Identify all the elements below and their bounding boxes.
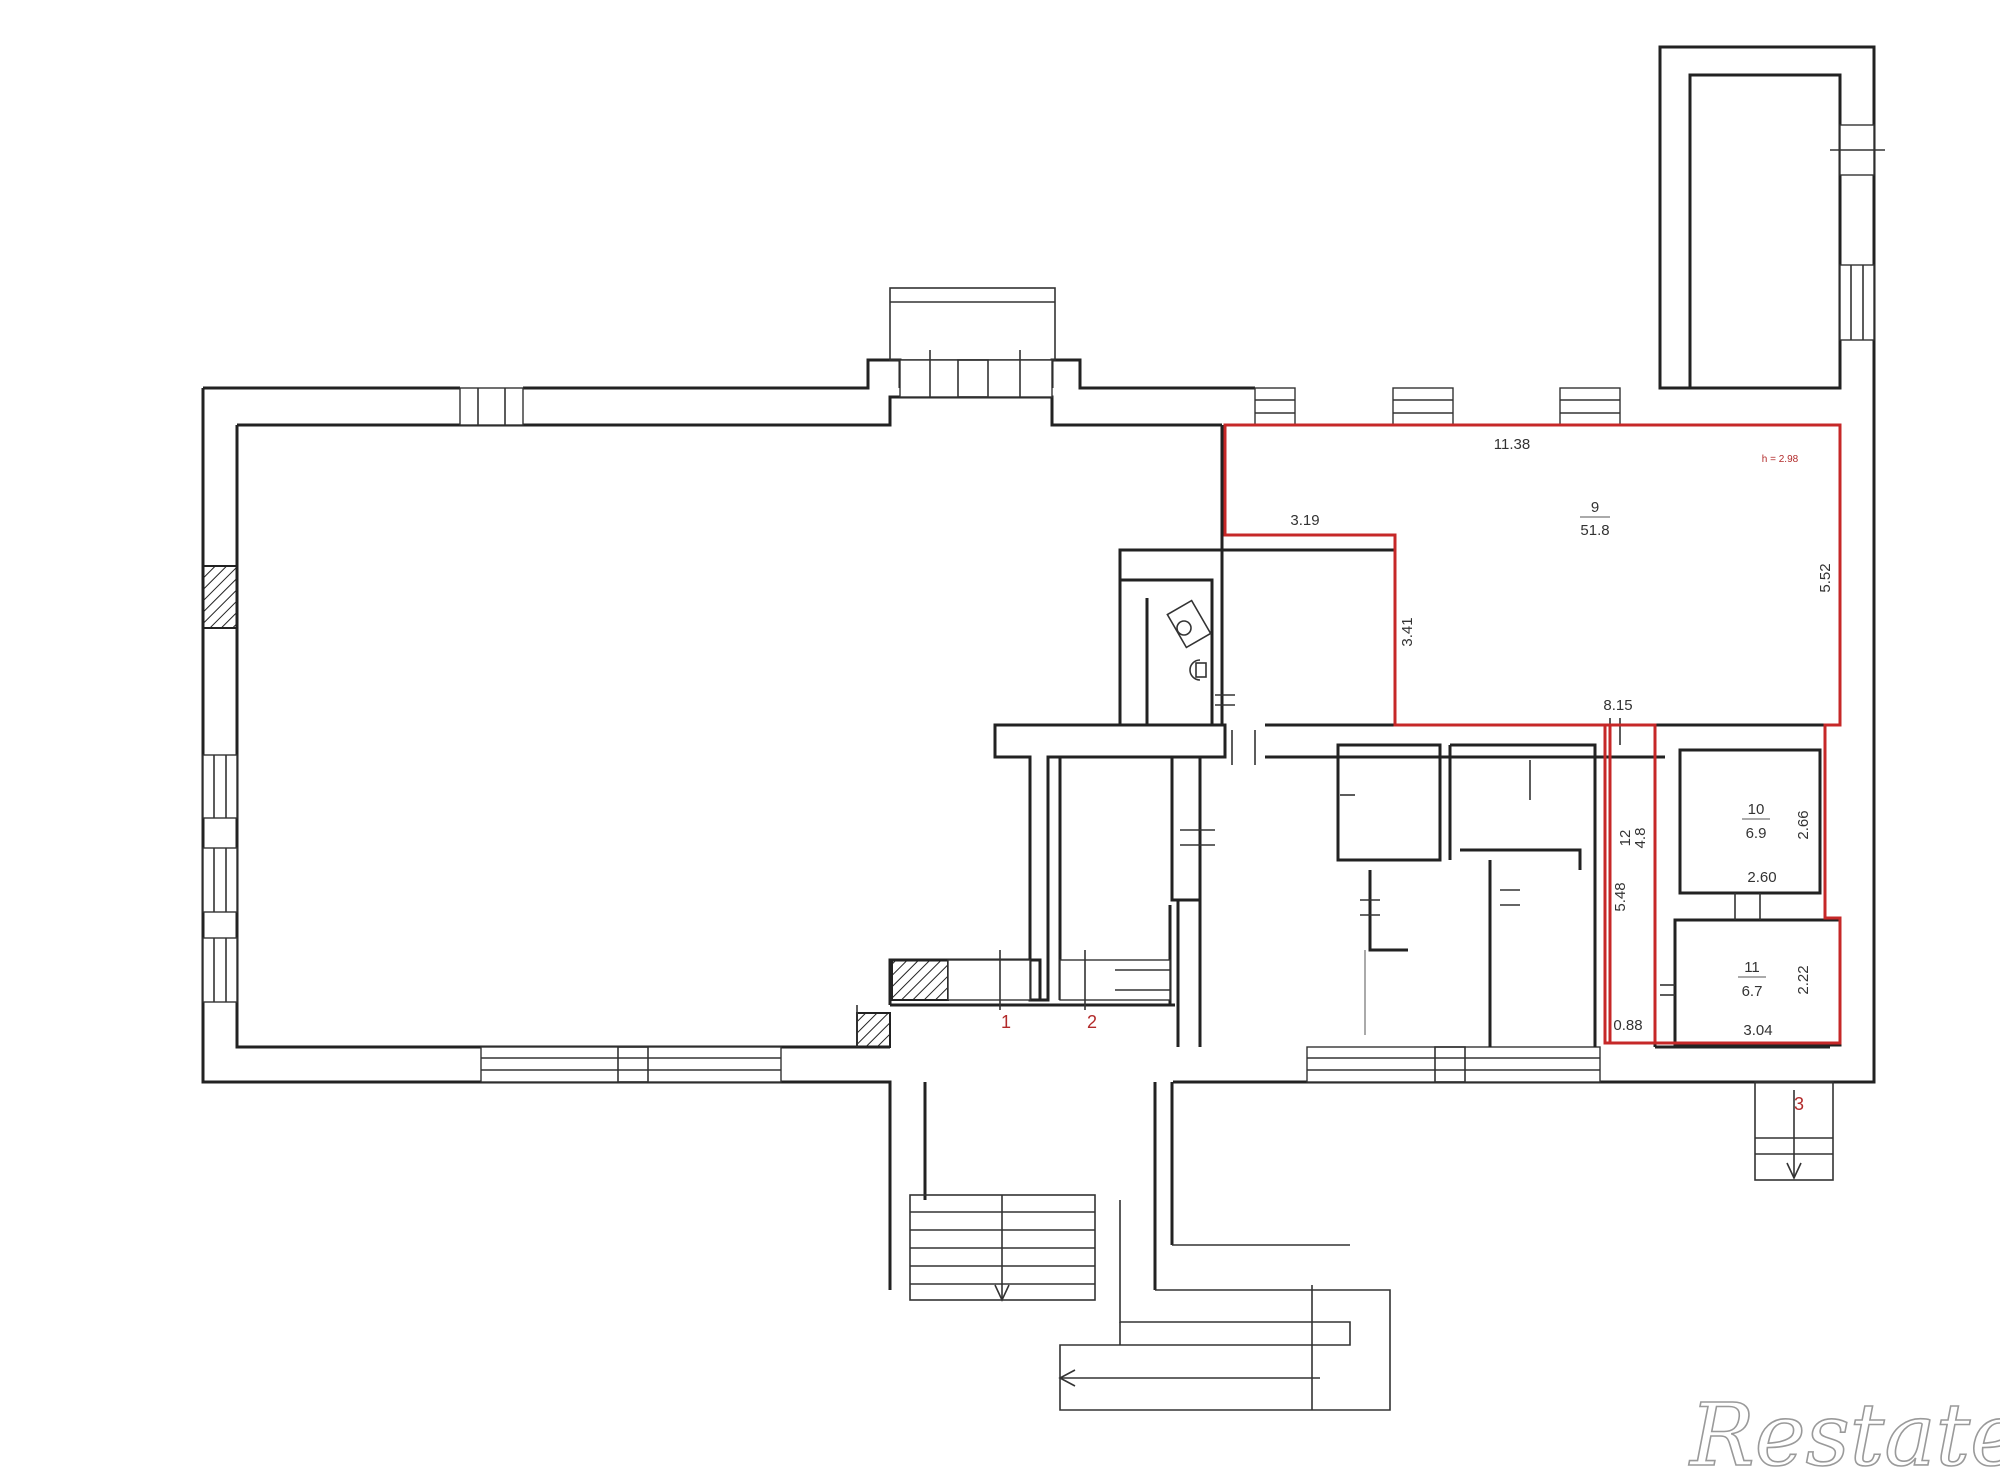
- window: [1254, 387, 1296, 426]
- chimney-block: [202, 565, 238, 629]
- dimension-label: 2.60: [1747, 869, 1776, 886]
- dimension-label: 3.04: [1743, 1022, 1772, 1039]
- dimension-label: 0.88: [1613, 1017, 1642, 1034]
- labels: 11.38 h = 2.98 3.19 9 51.8 5.52 3.41 8.1…: [1001, 436, 1834, 1114]
- dimension-label: 8.15: [1603, 697, 1632, 714]
- room-number: 10: [1748, 801, 1765, 818]
- room-area: 51.8: [1580, 522, 1609, 539]
- dimension-label: 2.22: [1795, 965, 1812, 994]
- window: [202, 754, 238, 819]
- dimension-label: 2.66: [1795, 810, 1812, 839]
- window: [899, 359, 1053, 398]
- window: [1306, 1046, 1601, 1083]
- stairs: [888, 1081, 1834, 1411]
- entrance-number: 2: [1087, 1012, 1097, 1032]
- outer-walls: [201, 45, 1885, 1247]
- hatched-block: [891, 959, 949, 1001]
- room-area: 4.8: [1632, 828, 1649, 849]
- window: [459, 387, 524, 426]
- window: [1392, 387, 1454, 426]
- highlighted-corridor-outline: [1603, 723, 1657, 1045]
- toilet-icon: [1166, 599, 1212, 649]
- room-area: 6.9: [1746, 825, 1767, 842]
- entrance-number: 3: [1794, 1094, 1804, 1114]
- room-number: 12: [1617, 830, 1634, 847]
- dimension-label: 11.38: [1494, 436, 1530, 453]
- highlighted-area-outline: [1223, 423, 1842, 1045]
- hatched-block: [856, 1012, 891, 1048]
- window: [1839, 264, 1875, 341]
- window: [202, 937, 238, 1003]
- dimension-label: 5.52: [1817, 563, 1834, 592]
- room-area: 6.7: [1742, 983, 1763, 1000]
- dimension-label: 3.19: [1290, 512, 1319, 529]
- sink-icon: [1189, 659, 1207, 681]
- room-number: 11: [1744, 959, 1760, 976]
- dimension-label: 3.41: [1399, 617, 1416, 646]
- room-number: 9: [1591, 499, 1599, 516]
- restate-logo: Restate: [1688, 1386, 2000, 1479]
- porch: [889, 287, 1056, 361]
- entrance-number: 1: [1001, 1012, 1011, 1032]
- interior-walls: [856, 425, 1842, 1049]
- ceiling-height-note: h = 2.98: [1762, 454, 1799, 465]
- window: [202, 847, 238, 913]
- dimension-label: 5.48: [1612, 882, 1629, 911]
- window: [1559, 387, 1621, 426]
- window: [480, 1046, 782, 1083]
